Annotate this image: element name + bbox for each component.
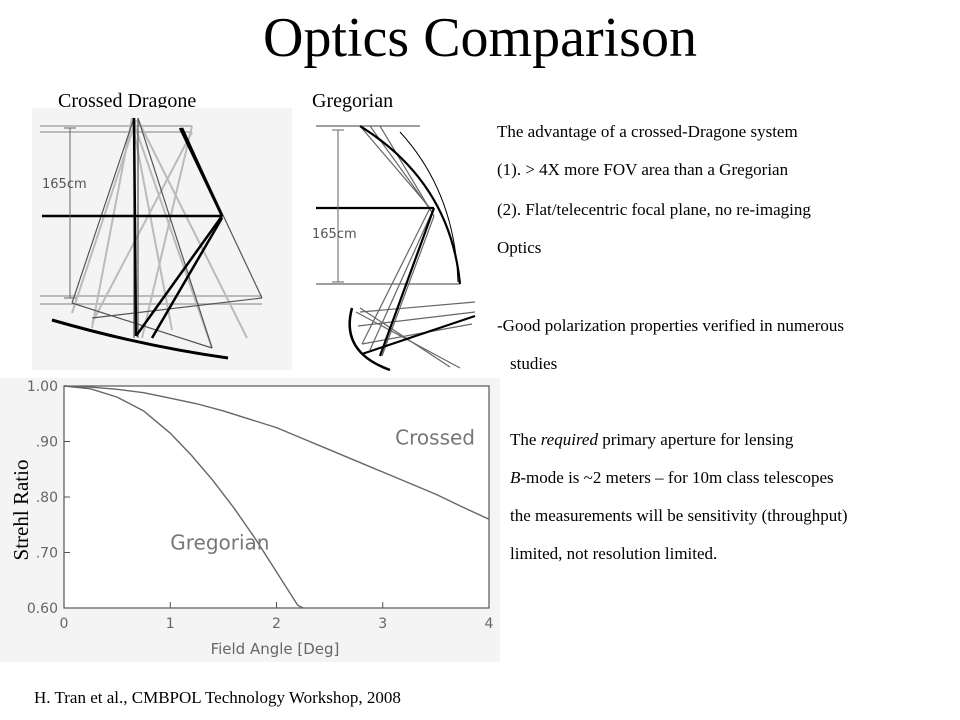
polarization-line-2: studies (510, 354, 558, 373)
polarization-line-1: -Good polarization properties verified i… (497, 316, 844, 335)
mirror-surfaces (316, 125, 476, 372)
series-line-gregorian (63, 385, 304, 609)
ray-bundle (40, 117, 262, 349)
aperture-line-4: limited, not resolution limited. (510, 544, 718, 563)
x-axis-label: Field Angle [Deg] (211, 640, 340, 658)
citation: H. Tran et al., CMBPOL Technology Worksh… (34, 688, 401, 707)
y-tick-label: 0.60 (27, 601, 58, 617)
x-tick-label: 0 (60, 616, 69, 632)
x-tick-label: 2 (272, 616, 281, 632)
y-tick-label: .70 (36, 546, 58, 562)
x-tick-label: 4 (485, 616, 494, 632)
gregorian-label: Gregorian (312, 90, 394, 112)
plot-frame (63, 385, 490, 609)
dimension-label: 165cm (42, 177, 87, 192)
advantage-heading: The advantage of a crossed-Dragone syste… (497, 122, 798, 141)
series-label-gregorian: Gregorian (170, 531, 269, 555)
advantage-item-1: (1). > 4X more FOV area than a Gregorian (497, 160, 789, 179)
x-tick-label: 3 (378, 616, 387, 632)
series-line-crossed (63, 385, 490, 520)
series-label-crossed: Crossed (395, 425, 475, 449)
aperture-line-3: the measurements will be sensitivity (th… (510, 506, 848, 525)
dimension-marker (64, 127, 76, 299)
x-tick-label: 1 (166, 616, 175, 632)
aperture-line-1: The required primary aperture for lensin… (510, 430, 794, 449)
aperture-line-2: B-mode is ~2 meters – for 10m class tele… (510, 468, 834, 487)
advantage-item-2-cont: Optics (497, 238, 542, 257)
dimension-marker (332, 129, 344, 283)
dimension-label: 165cm (312, 227, 357, 242)
y-tick-label: .80 (36, 490, 58, 506)
crossed-dragone-label: Crossed Dragone (58, 90, 197, 112)
mirror-surfaces (42, 117, 229, 360)
diagram-background (32, 108, 292, 370)
y-tick-label: 1.00 (27, 379, 58, 395)
y-axis-label: Strehl Ratio (9, 460, 33, 561)
gregorian-diagram: 165cm (300, 112, 490, 374)
slide-title: Optics Comparison (263, 7, 697, 69)
ray-bundle (316, 125, 476, 369)
crossed-dragone-diagram: 165cm (32, 108, 292, 370)
advantage-item-2: (2). Flat/telecentric focal plane, no re… (497, 200, 811, 219)
y-tick-label: .90 (36, 435, 58, 451)
tick-marks: 0 1 2 3 4 1.00 .90 .80 .70 0.60 (27, 379, 494, 632)
